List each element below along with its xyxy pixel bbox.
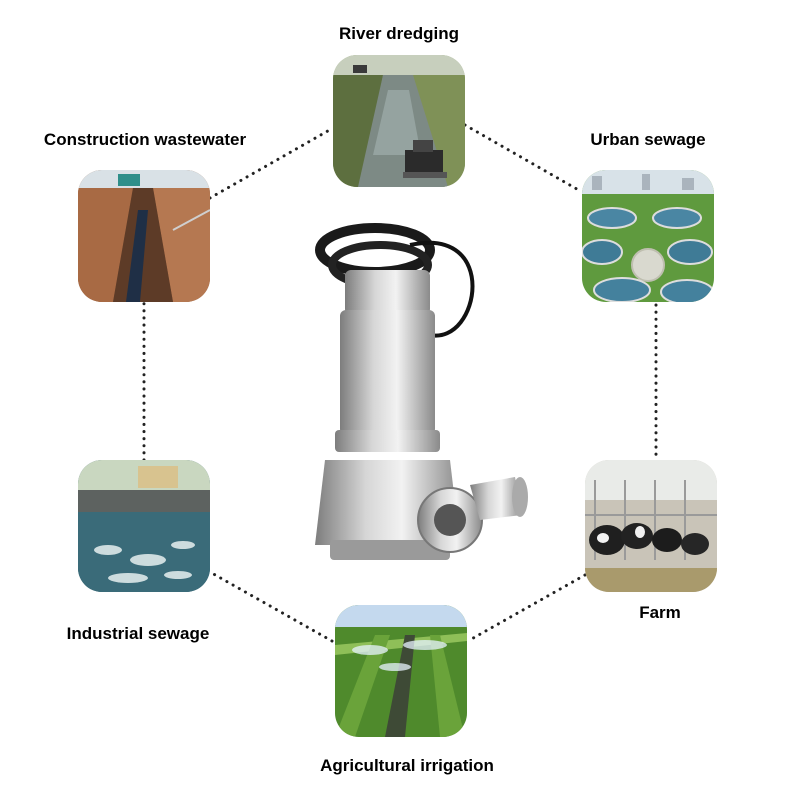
- connector-river-urban: [463, 123, 584, 194]
- connector-farm-agri: [466, 573, 587, 643]
- urban-sewage-image: [582, 170, 714, 302]
- label-farm: Farm: [639, 603, 681, 622]
- agricultural-irrigation-image: [335, 605, 467, 737]
- label-river-dredging: River dredging: [339, 24, 459, 43]
- industrial-sewage-image: [78, 460, 210, 592]
- river-dredging-image: [333, 55, 465, 187]
- connector-construction-river: [208, 126, 335, 200]
- label-urban-sewage: Urban sewage: [590, 130, 706, 149]
- label-industrial-sewage: Industrial sewage: [66, 624, 210, 643]
- label-construction-wastewater: Construction wastewater: [43, 130, 247, 149]
- label-agricultural-irrigation: Agricultural irrigation: [320, 756, 494, 775]
- connector-agri-industrial: [208, 570, 334, 643]
- submersible-pump-image: [315, 223, 528, 560]
- construction-wastewater-image: [78, 170, 210, 302]
- farm-image: [585, 460, 717, 592]
